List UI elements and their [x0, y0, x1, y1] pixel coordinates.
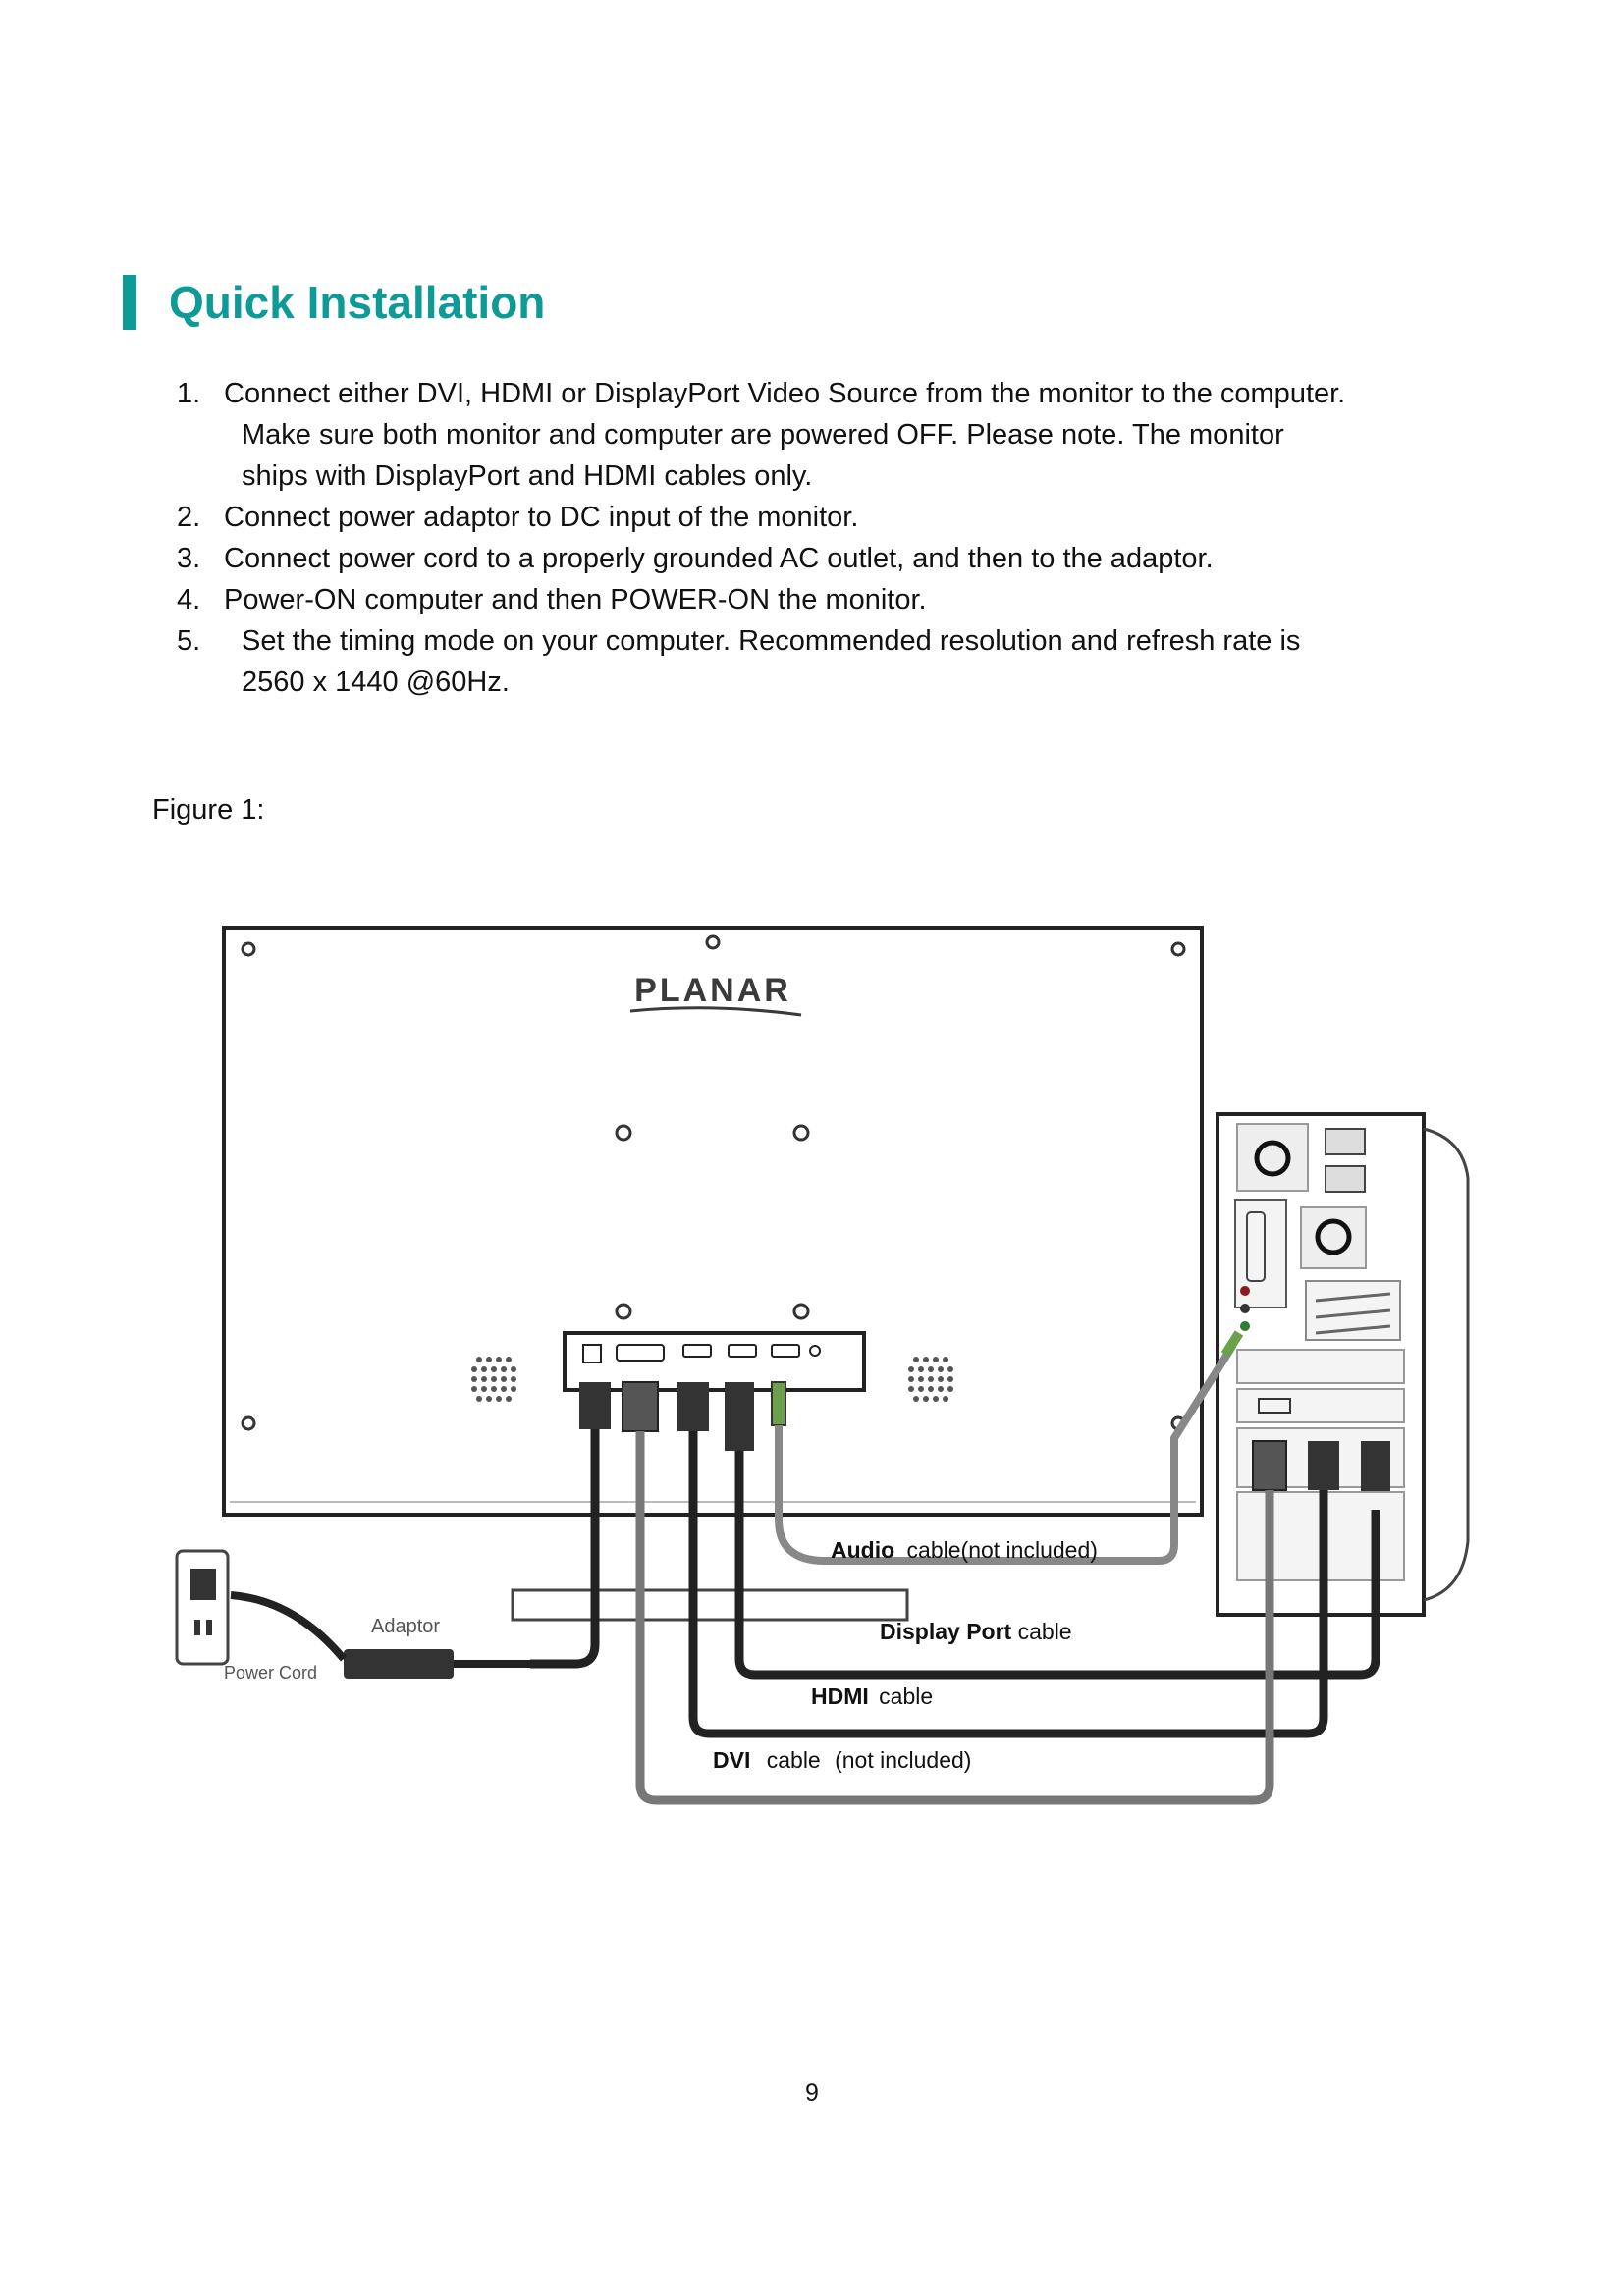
page-title: Quick Installation — [169, 277, 546, 328]
brand-logo: PLANAR — [634, 972, 791, 1009]
computer-tower — [1216, 1112, 1470, 1617]
step-number: 5. — [177, 625, 201, 657]
connection-diagram: PLANAR — [175, 926, 1470, 1805]
step-number: 1. — [177, 378, 201, 409]
step-text: Connect power adaptor to DC input of the… — [224, 502, 859, 533]
hdmi-cable-label: HDMI cable — [811, 1683, 933, 1709]
step-text: Connect either DVI, HDMI or DisplayPort … — [224, 378, 1346, 409]
step-text: Power-ON computer and then POWER-ON the … — [224, 584, 927, 615]
step-text: Make sure both monitor and computer are … — [242, 419, 1284, 451]
page-number: 9 — [805, 2079, 819, 2107]
cables — [530, 1330, 1380, 1805]
step-text: ships with DisplayPort and HDMI cables o… — [242, 460, 813, 492]
displayport-cable-label: Display Port cable — [880, 1619, 1072, 1644]
monitor-back: PLANAR — [222, 926, 1204, 1622]
step-3: 3. Connect power cord to a properly grou… — [177, 538, 1492, 579]
step-number: 4. — [177, 584, 201, 615]
step-4: 4. Power-ON computer and then POWER-ON t… — [177, 579, 1492, 620]
step-text: Set the timing mode on your computer. Re… — [242, 625, 1301, 657]
step-5: 5. Set the timing mode on your computer.… — [177, 620, 1492, 703]
step-text: Connect power cord to a properly grounde… — [224, 543, 1214, 574]
step-1: 1. Connect either DVI, HDMI or DisplayPo… — [177, 373, 1492, 497]
power-adaptor — [344, 1649, 530, 1679]
step-number: 2. — [177, 502, 201, 533]
speaker-grille-right — [908, 1357, 953, 1402]
speaker-grille-left — [471, 1357, 516, 1402]
audio-cable-label: Audio cable(not included) — [831, 1537, 1098, 1563]
step-number: 3. — [177, 543, 201, 574]
wall-outlet — [175, 1549, 230, 1666]
step-2: 2. Connect power adaptor to DC input of … — [177, 497, 1492, 538]
installation-steps: 1. Connect either DVI, HDMI or DisplayPo… — [177, 373, 1492, 703]
step-text: 2560 x 1440 @60Hz. — [242, 667, 510, 698]
figure-label: Figure 1: — [152, 794, 265, 826]
monitor-connectors — [579, 1381, 786, 1451]
adaptor-label: Adaptor — [371, 1616, 440, 1637]
heading-accent-bar — [123, 275, 136, 330]
power-cord-label: Power Cord — [224, 1663, 317, 1682]
power-cord — [230, 1591, 348, 1662]
monitor-port-panel — [563, 1331, 866, 1392]
dvi-cable-label: DVI cable (not included) — [713, 1747, 971, 1773]
